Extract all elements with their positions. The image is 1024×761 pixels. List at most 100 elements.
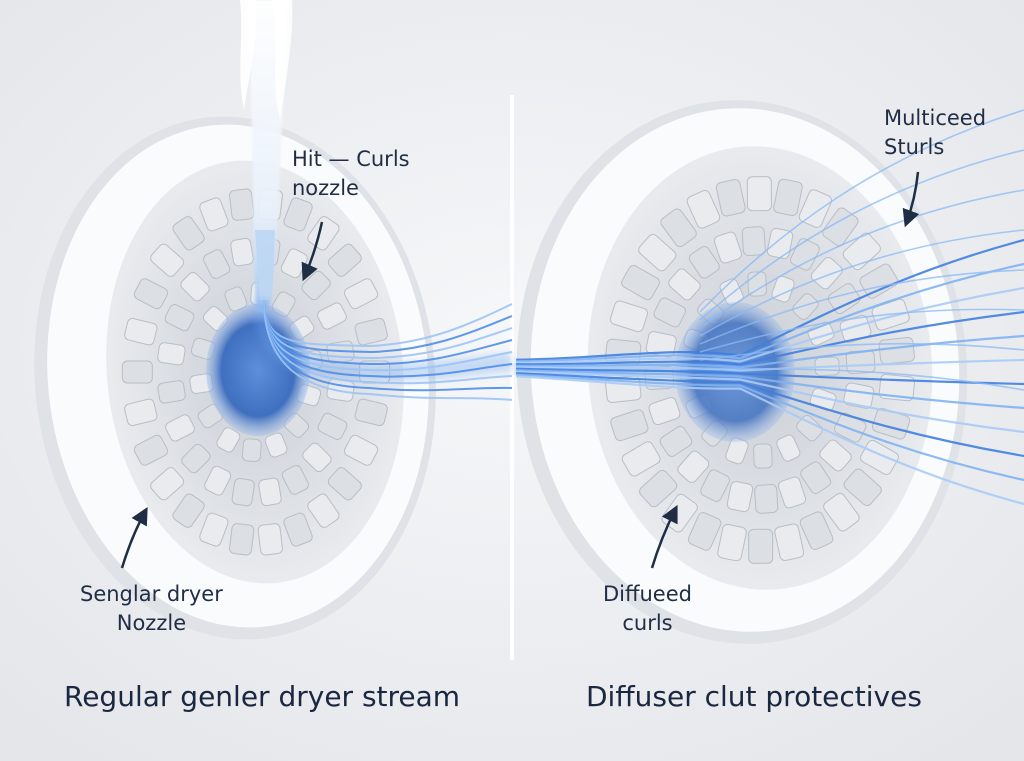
fin — [216, 427, 241, 453]
fin — [621, 441, 661, 477]
fin — [354, 398, 388, 427]
fin — [827, 283, 861, 315]
fin — [258, 477, 282, 507]
fin — [327, 243, 362, 277]
fin — [878, 336, 915, 365]
callout-line: Nozzle — [116, 611, 187, 635]
fin — [715, 179, 746, 217]
airflow-stream-icon — [240, 0, 293, 312]
fin — [747, 271, 767, 297]
fin — [653, 297, 686, 328]
fin — [748, 528, 774, 564]
fin — [778, 476, 807, 509]
fin — [199, 512, 229, 547]
fin — [713, 231, 742, 264]
fin — [677, 450, 710, 484]
fin — [302, 442, 332, 472]
fin — [317, 302, 347, 330]
fin — [150, 243, 185, 277]
fin — [307, 493, 340, 528]
fin — [124, 317, 158, 346]
callout-line: Diffueed — [603, 582, 692, 606]
right-caption: Diffuser clut protectives — [586, 680, 922, 713]
fin — [133, 434, 169, 466]
fin — [741, 226, 766, 256]
fin — [639, 469, 678, 508]
fin — [700, 469, 730, 502]
fin — [150, 467, 185, 501]
fin — [264, 432, 288, 458]
fin — [164, 304, 195, 332]
fin — [774, 523, 805, 561]
fin — [638, 233, 677, 272]
fin — [766, 227, 794, 259]
fin — [822, 207, 859, 247]
fin — [668, 268, 701, 301]
fin — [199, 197, 229, 232]
fin — [843, 468, 882, 507]
fin — [776, 434, 801, 462]
fin — [660, 208, 697, 248]
arrow-icon — [650, 504, 678, 569]
callout-line: Senglar dryer — [80, 582, 223, 606]
fin — [343, 278, 379, 310]
callout-line: Sturls — [884, 135, 945, 159]
fin — [172, 216, 205, 251]
fin — [241, 438, 262, 462]
fin — [843, 382, 875, 409]
arrow-icon — [301, 221, 324, 282]
fin — [343, 434, 379, 466]
fin — [810, 256, 843, 290]
callout-line: nozzle — [292, 176, 359, 200]
fin — [165, 414, 195, 442]
fin — [686, 189, 721, 229]
fin — [726, 481, 754, 513]
fin — [773, 178, 803, 217]
fin — [317, 412, 348, 440]
fin — [121, 360, 153, 384]
arrow-icon — [120, 506, 148, 569]
fin — [202, 249, 231, 280]
fin — [609, 300, 648, 333]
fin — [181, 443, 211, 474]
callout-diffused-curls: Diffueed curls — [603, 580, 692, 638]
fin — [327, 467, 362, 501]
fin — [717, 523, 747, 562]
callout-hit-curls-nozzle: Hit — Curls nozzle — [292, 145, 410, 203]
fin — [648, 397, 681, 426]
fin — [124, 398, 158, 427]
fin — [283, 512, 313, 547]
left-caption: Regular genler dryer stream — [64, 680, 461, 713]
fin — [796, 415, 823, 442]
airflow-stream-icon — [515, 109, 1024, 506]
fin — [687, 512, 722, 551]
fin — [792, 293, 819, 320]
fin — [746, 176, 772, 212]
fin — [281, 464, 310, 495]
fin — [157, 342, 186, 366]
arrow-icon — [902, 171, 920, 228]
fin — [354, 317, 388, 346]
callout-line: Hit — Curls — [292, 147, 410, 171]
fin — [283, 197, 313, 232]
fin — [688, 246, 720, 279]
fin — [800, 461, 832, 494]
fin — [133, 278, 169, 310]
fin — [257, 523, 283, 556]
fin — [172, 493, 205, 528]
fin — [229, 523, 255, 556]
fin — [659, 425, 693, 457]
fin — [610, 409, 649, 442]
fin — [231, 477, 255, 507]
fin — [754, 484, 779, 514]
fin — [753, 443, 773, 469]
fin — [621, 265, 660, 301]
callout-single-dryer-nozzle: Senglar dryer Nozzle — [80, 580, 223, 638]
callout-line: Multiceed — [884, 106, 987, 130]
fin — [819, 439, 852, 472]
fin — [180, 272, 210, 302]
fin — [799, 511, 834, 551]
fin — [229, 188, 255, 221]
fin — [230, 237, 254, 267]
